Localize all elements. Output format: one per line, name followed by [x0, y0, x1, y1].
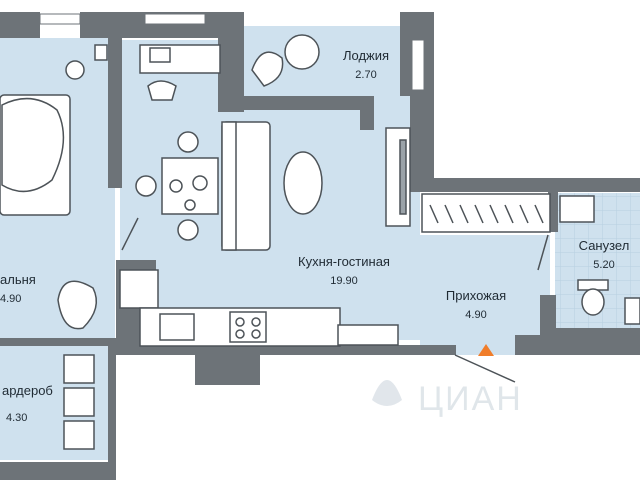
tv [399, 139, 407, 215]
washer [337, 324, 399, 346]
kitchen-furniture [119, 269, 399, 347]
hangers [429, 204, 544, 224]
burner [235, 317, 245, 327]
plate-c [184, 199, 196, 211]
desk-chair [147, 80, 177, 101]
wardrobe-furniture [63, 354, 95, 450]
sink-cabinet [624, 297, 640, 325]
wardrobe-label: ардероб [2, 383, 53, 398]
burner [251, 317, 261, 327]
bath-furniture [559, 195, 640, 325]
bedroom-area: 4.90 [0, 293, 21, 305]
chair-left [135, 175, 157, 197]
windows [39, 13, 425, 91]
dining-furniture [135, 131, 219, 241]
sink [159, 313, 195, 341]
shelf-1 [63, 354, 95, 384]
stove [229, 311, 267, 343]
burner [251, 329, 261, 339]
toilet [581, 288, 605, 316]
lounge-chair [251, 51, 284, 87]
floors [0, 26, 640, 460]
bath-door [537, 234, 549, 271]
burner [235, 329, 245, 339]
sofa-back [221, 121, 237, 251]
wardrobe-unit [94, 44, 108, 61]
living-area: 19.90 [330, 275, 358, 287]
bath-area: 5.20 [593, 259, 614, 271]
living-label: Кухня-гостиная [298, 254, 390, 269]
watermark: ЦИАН [372, 380, 523, 418]
fridge [119, 269, 159, 309]
bedroom-door [121, 217, 139, 251]
lamp [65, 60, 85, 80]
armchair [57, 280, 98, 330]
entrance-icon [478, 344, 494, 356]
plate-a [169, 179, 183, 193]
wardrobe-area: 4.30 [6, 412, 27, 424]
watermark-text: ЦИАН [418, 380, 523, 418]
loggia-area: 2.70 [355, 69, 376, 81]
chair-top [177, 131, 199, 153]
loggia-label: Лоджия [343, 48, 389, 63]
loggia-furniture [251, 34, 320, 87]
bedroom-furniture [0, 44, 108, 330]
closet [421, 193, 551, 233]
entrance-door-swing [454, 354, 516, 383]
hall-furniture [421, 193, 551, 233]
blanket [1, 97, 65, 193]
desk-furniture [139, 44, 221, 101]
hall-label: Прихожая [446, 288, 506, 303]
sofa-furniture [221, 121, 411, 251]
cian-logo-icon [372, 380, 402, 406]
chair-bottom [177, 219, 199, 241]
hall-area: 4.90 [465, 309, 486, 321]
shelf-2 [63, 387, 95, 417]
bedroom-label: альня [0, 272, 36, 287]
washbasin [559, 195, 595, 223]
plate-b [192, 175, 208, 191]
shelf-3 [63, 420, 95, 450]
laptop [149, 47, 171, 63]
coffee-table [283, 151, 323, 215]
round-table [284, 34, 320, 70]
bath-label: Санузел [579, 238, 630, 253]
